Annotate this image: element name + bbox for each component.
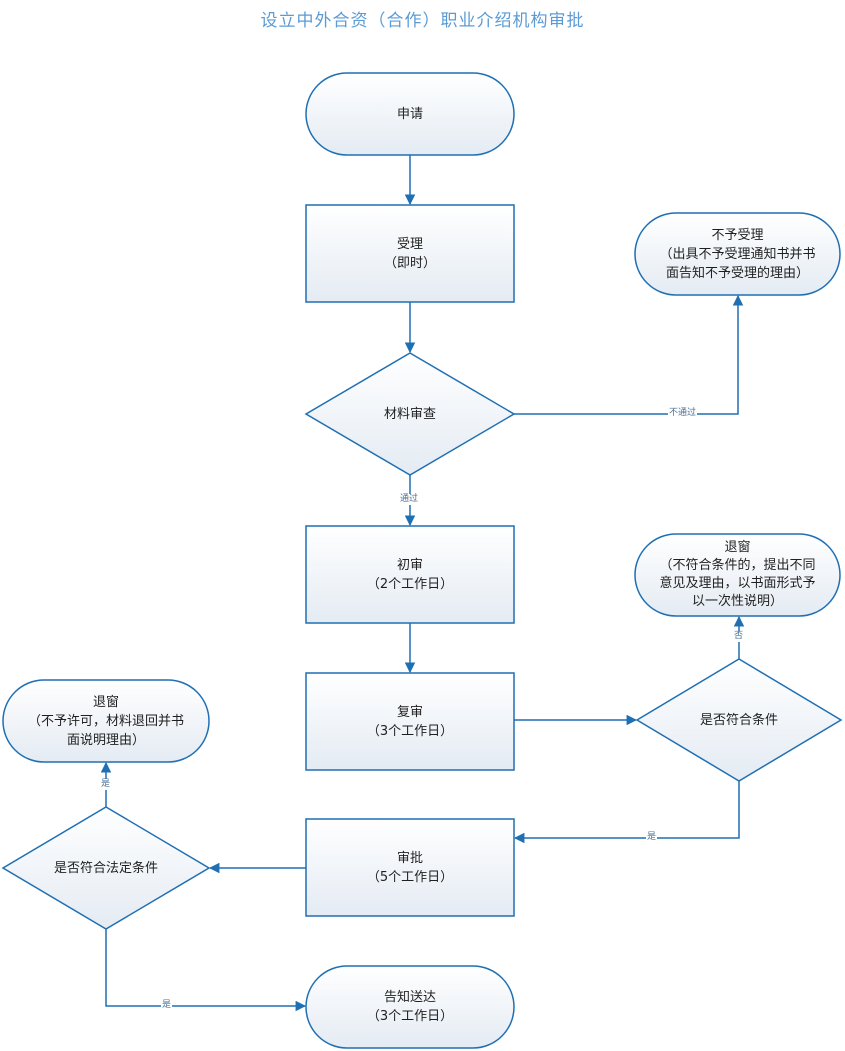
edge-label-yes-return: 是: [100, 779, 112, 790]
node-second-review-label: 复审: [396, 704, 423, 720]
node-first-review-sublabel: （2个工作日）: [366, 576, 454, 592]
node-second-review-sublabel: （3个工作日）: [366, 723, 454, 739]
node-second-review: 复审 （3个工作日）: [306, 673, 514, 770]
node-material-review: 材料审查: [306, 353, 514, 475]
node-approval-sublabel: （5个工作日）: [366, 869, 454, 885]
node-accept: 受理 （即时）: [306, 205, 514, 302]
node-first-review-shape: [305, 525, 515, 624]
node-return-1-label: 退窗: [724, 540, 751, 555]
node-return-2-detail-2: 面说明理由）: [66, 732, 145, 748]
node-apply-label: 申请: [396, 106, 423, 122]
node-first-review: 初审 （2个工作日）: [306, 526, 514, 623]
node-meets-legal-label: 是否符合法定条件: [53, 860, 158, 876]
node-second-review-shape: [305, 672, 515, 771]
node-return-2-label: 退窗: [92, 694, 119, 710]
node-accept-shape: [305, 204, 515, 303]
edge-label-yes-notify: 是: [161, 1000, 173, 1011]
diagram-title: 设立中外合资（合作）职业介绍机构审批: [260, 11, 585, 31]
node-approval-shape: [305, 818, 515, 917]
edge-label-pass: 通过: [399, 494, 420, 505]
node-first-review-label: 初审: [396, 557, 423, 573]
edge-label-yes-conditions: 是: [646, 832, 658, 843]
edge-conditions-yes: [513, 781, 740, 844]
node-meets-legal: 是否符合法定条件: [3, 807, 209, 929]
node-approval: 审批 （5个工作日）: [306, 819, 514, 916]
node-return-1-detail-3: 以一次性说明）: [691, 594, 783, 609]
edge-legal-yes-notify: [105, 929, 307, 1012]
node-return-1-detail-2: 意见及理由，以书面形式予: [659, 576, 816, 591]
node-reject-accept: 不予受理 （出具不予受理通知书并书 面告知不予受理的理由）: [635, 213, 840, 295]
node-reject-accept-detail-1: （出具不予受理通知书并书: [659, 246, 816, 262]
node-meets-conditions-label: 是否符合条件: [699, 712, 778, 728]
node-approval-label: 审批: [396, 850, 423, 866]
edge-material-review-not-pass: [514, 294, 744, 415]
node-apply: 申请: [306, 73, 514, 155]
edge-label-no: 否: [733, 631, 745, 642]
node-return-1: 退窗 （不符合条件的，提出不同 意见及理由，以书面形式予 以一次性说明）: [635, 534, 840, 616]
edge-label-not-pass: 不通过: [668, 408, 698, 419]
node-accept-sublabel: （即时）: [383, 255, 436, 271]
node-meets-conditions: 是否符合条件: [637, 659, 841, 781]
node-return-2-detail-1: （不予许可，材料退回并书: [27, 713, 184, 729]
node-return-2: 退窗 （不予许可，材料退回并书 面说明理由）: [3, 680, 209, 762]
node-notify: 告知送达 （3个工作日）: [306, 966, 514, 1048]
node-material-review-label: 材料审查: [383, 406, 436, 422]
node-reject-accept-detail-2: 面告知不予受理的理由）: [665, 265, 809, 281]
node-return-1-detail-1: （不符合条件的，提出不同: [659, 558, 816, 573]
node-reject-accept-label: 不予受理: [711, 227, 764, 243]
node-accept-label: 受理: [396, 236, 423, 252]
node-notify-sublabel: （3个工作日）: [366, 1009, 454, 1024]
node-notify-label: 告知送达: [383, 990, 436, 1005]
